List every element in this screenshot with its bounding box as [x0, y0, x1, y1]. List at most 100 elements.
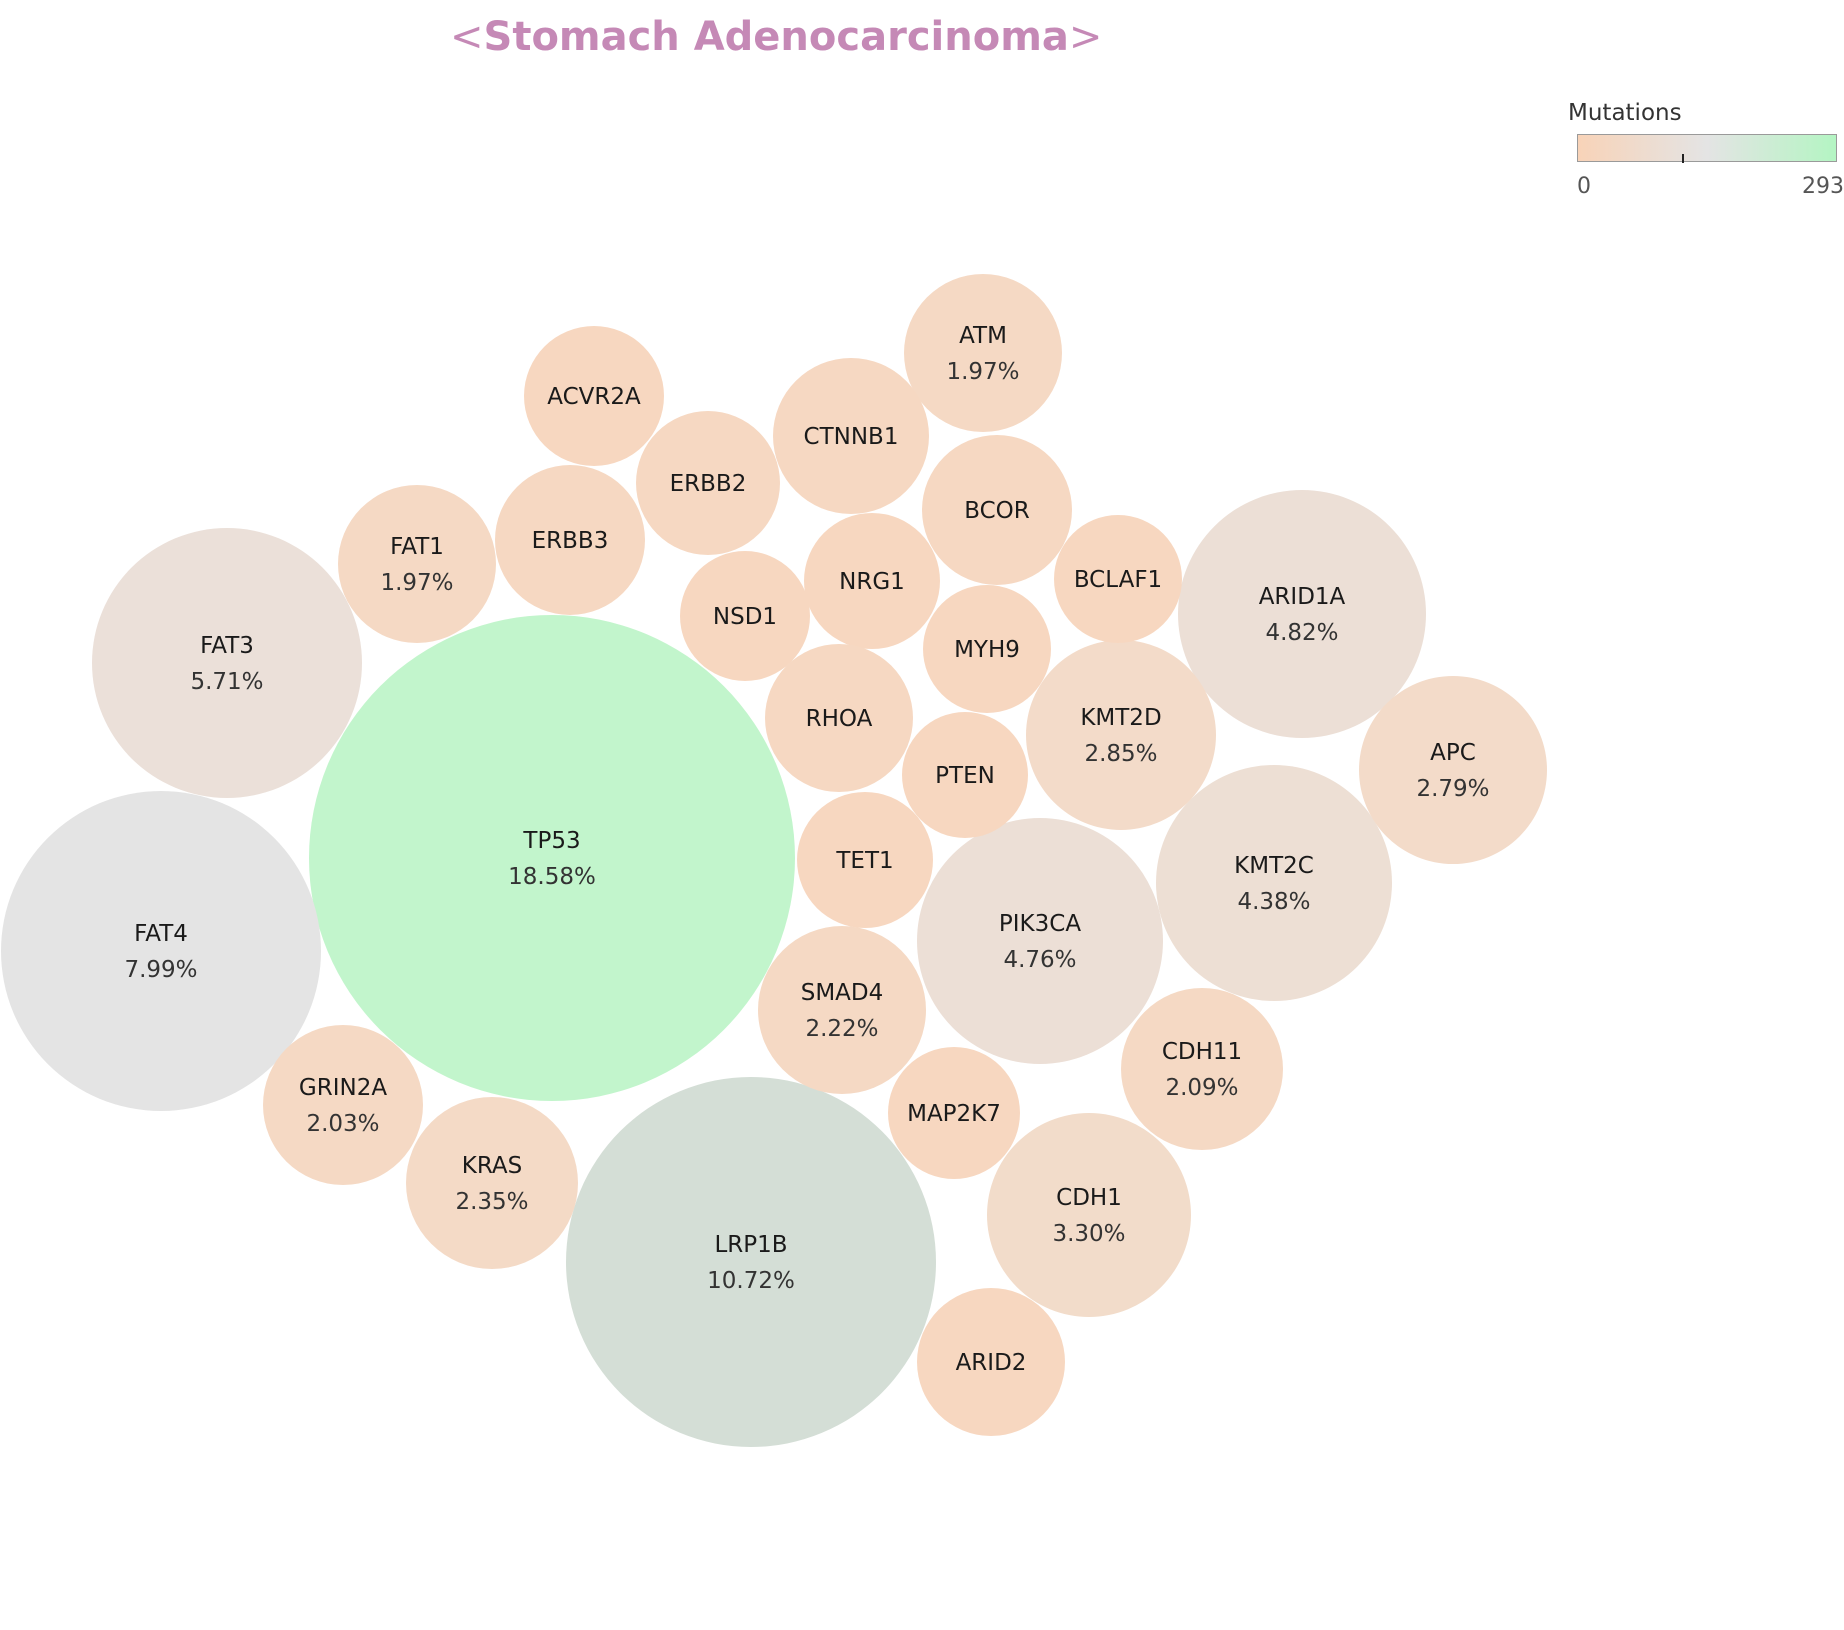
- bubble-erbb2[interactable]: ERBB2: [636, 411, 780, 555]
- bubble-circle[interactable]: [680, 551, 810, 681]
- legend-tick: [1682, 154, 1684, 163]
- bubble-gene-label: CDH1: [1056, 1185, 1122, 1211]
- bubble-gene-label: KRAS: [462, 1153, 522, 1179]
- bubble-cdh1[interactable]: CDH1 3.30%: [987, 1113, 1191, 1317]
- bubble-circle[interactable]: [917, 818, 1163, 1064]
- bubble-percent-label: 10.72%: [707, 1268, 795, 1294]
- legend-gradient-bar: [1577, 134, 1837, 162]
- bubble-tp53[interactable]: TP53 18.58%: [309, 615, 795, 1101]
- bubble-gene-label: BCOR: [964, 498, 1030, 524]
- bubble-percent-label: 4.82%: [1265, 620, 1338, 646]
- bubble-gene-label: BCLAF1: [1074, 567, 1162, 593]
- bubble-circle[interactable]: [338, 485, 496, 643]
- bubble-arid1a[interactable]: ARID1A 4.82%: [1178, 490, 1426, 738]
- bubble-tet1[interactable]: TET1: [797, 792, 933, 928]
- bubble-gene-label: SMAD4: [801, 980, 884, 1006]
- bubble-circle[interactable]: [923, 585, 1051, 713]
- bubble-circle[interactable]: [495, 465, 645, 615]
- bubble-erbb3[interactable]: ERBB3: [495, 465, 645, 615]
- bubble-map2k7[interactable]: MAP2K7: [888, 1047, 1020, 1179]
- bubble-gene-label: CDH11: [1162, 1039, 1242, 1065]
- bubble-circle[interactable]: [263, 1025, 423, 1185]
- bubble-percent-label: 3.30%: [1052, 1221, 1125, 1247]
- bubble-gene-label: FAT3: [200, 633, 254, 659]
- title-left-bracket: <: [450, 14, 484, 60]
- bubble-percent-label: 2.85%: [1084, 741, 1157, 767]
- bubble-circle[interactable]: [1359, 676, 1547, 864]
- bubble-pik3ca[interactable]: PIK3CA 4.76%: [917, 818, 1163, 1064]
- bubble-ctnnb1[interactable]: CTNNB1: [773, 358, 929, 514]
- bubble-circle[interactable]: [902, 712, 1028, 838]
- bubble-circle[interactable]: [566, 1077, 936, 1447]
- bubble-percent-label: 4.76%: [1003, 947, 1076, 973]
- bubble-gene-label: FAT1: [390, 534, 444, 560]
- bubble-arid2[interactable]: ARID2: [917, 1288, 1065, 1436]
- bubble-circle[interactable]: [773, 358, 929, 514]
- bubble-circle[interactable]: [804, 513, 940, 649]
- bubble-gene-label: ARID2: [956, 1350, 1027, 1376]
- bubble-circle[interactable]: [904, 274, 1062, 432]
- bubble-lrp1b[interactable]: LRP1B 10.72%: [566, 1077, 936, 1447]
- bubble-pten[interactable]: PTEN: [902, 712, 1028, 838]
- bubble-gene-label: RHOA: [806, 706, 873, 732]
- bubble-circle[interactable]: [1156, 765, 1392, 1001]
- title-right-bracket: >: [1068, 14, 1103, 60]
- bubble-gene-label: NRG1: [839, 569, 905, 595]
- bubble-circle[interactable]: [797, 792, 933, 928]
- bubble-circle[interactable]: [1054, 515, 1182, 643]
- bubble-circle[interactable]: [987, 1113, 1191, 1317]
- bubble-bcor[interactable]: BCOR: [922, 435, 1072, 585]
- bubble-circle[interactable]: [92, 528, 362, 798]
- bubble-circle[interactable]: [1178, 490, 1426, 738]
- bubble-circle[interactable]: [888, 1047, 1020, 1179]
- bubble-gene-label: MAP2K7: [907, 1101, 1001, 1127]
- title-text: Stomach Adenocarcinoma: [483, 14, 1069, 60]
- bubble-circle[interactable]: [1121, 988, 1283, 1150]
- bubble-percent-label: 5.71%: [190, 669, 263, 695]
- bubble-percent-label: 18.58%: [508, 864, 596, 890]
- bubble-circle[interactable]: [917, 1288, 1065, 1436]
- bubble-circle[interactable]: [765, 644, 913, 792]
- bubble-circle[interactable]: [524, 326, 664, 466]
- chart-title: <Stomach Adenocarcinoma>: [450, 14, 1102, 60]
- bubble-gene-label: ARID1A: [1259, 584, 1346, 610]
- bubble-circle[interactable]: [922, 435, 1072, 585]
- bubble-circle[interactable]: [1, 791, 321, 1111]
- bubble-rhoa[interactable]: RHOA: [765, 644, 913, 792]
- bubble-gene-label: ATM: [959, 323, 1007, 349]
- bubble-circle[interactable]: [406, 1097, 578, 1269]
- bubble-circle[interactable]: [309, 615, 795, 1101]
- legend-max-label: 293: [1802, 174, 1844, 199]
- bubble-gene-label: NSD1: [713, 604, 777, 630]
- bubble-gene-label: PIK3CA: [999, 911, 1081, 937]
- bubble-gene-label: TP53: [522, 828, 580, 854]
- bubble-smad4[interactable]: SMAD4 2.22%: [758, 926, 926, 1094]
- bubble-percent-label: 2.03%: [306, 1111, 379, 1137]
- bubble-gene-label: ERBB3: [532, 528, 609, 554]
- bubble-gene-label: FAT4: [134, 921, 188, 947]
- bubble-gene-label: KMT2C: [1234, 853, 1314, 879]
- bubble-gene-label: LRP1B: [714, 1232, 787, 1258]
- legend-min-label: 0: [1577, 174, 1591, 199]
- bubble-circle[interactable]: [758, 926, 926, 1094]
- bubble-bclaf1[interactable]: BCLAF1: [1054, 515, 1182, 643]
- bubble-nsd1[interactable]: NSD1: [680, 551, 810, 681]
- bubble-circle[interactable]: [636, 411, 780, 555]
- bubble-acvr2a[interactable]: ACVR2A: [524, 326, 664, 466]
- bubble-circle[interactable]: [1026, 640, 1216, 830]
- bubble-gene-label: CTNNB1: [804, 424, 899, 450]
- bubble-myh9[interactable]: MYH9: [923, 585, 1051, 713]
- bubble-nrg1[interactable]: NRG1: [804, 513, 940, 649]
- bubble-percent-label: 2.22%: [805, 1016, 878, 1042]
- bubble-fat3[interactable]: FAT3 5.71%: [92, 528, 362, 798]
